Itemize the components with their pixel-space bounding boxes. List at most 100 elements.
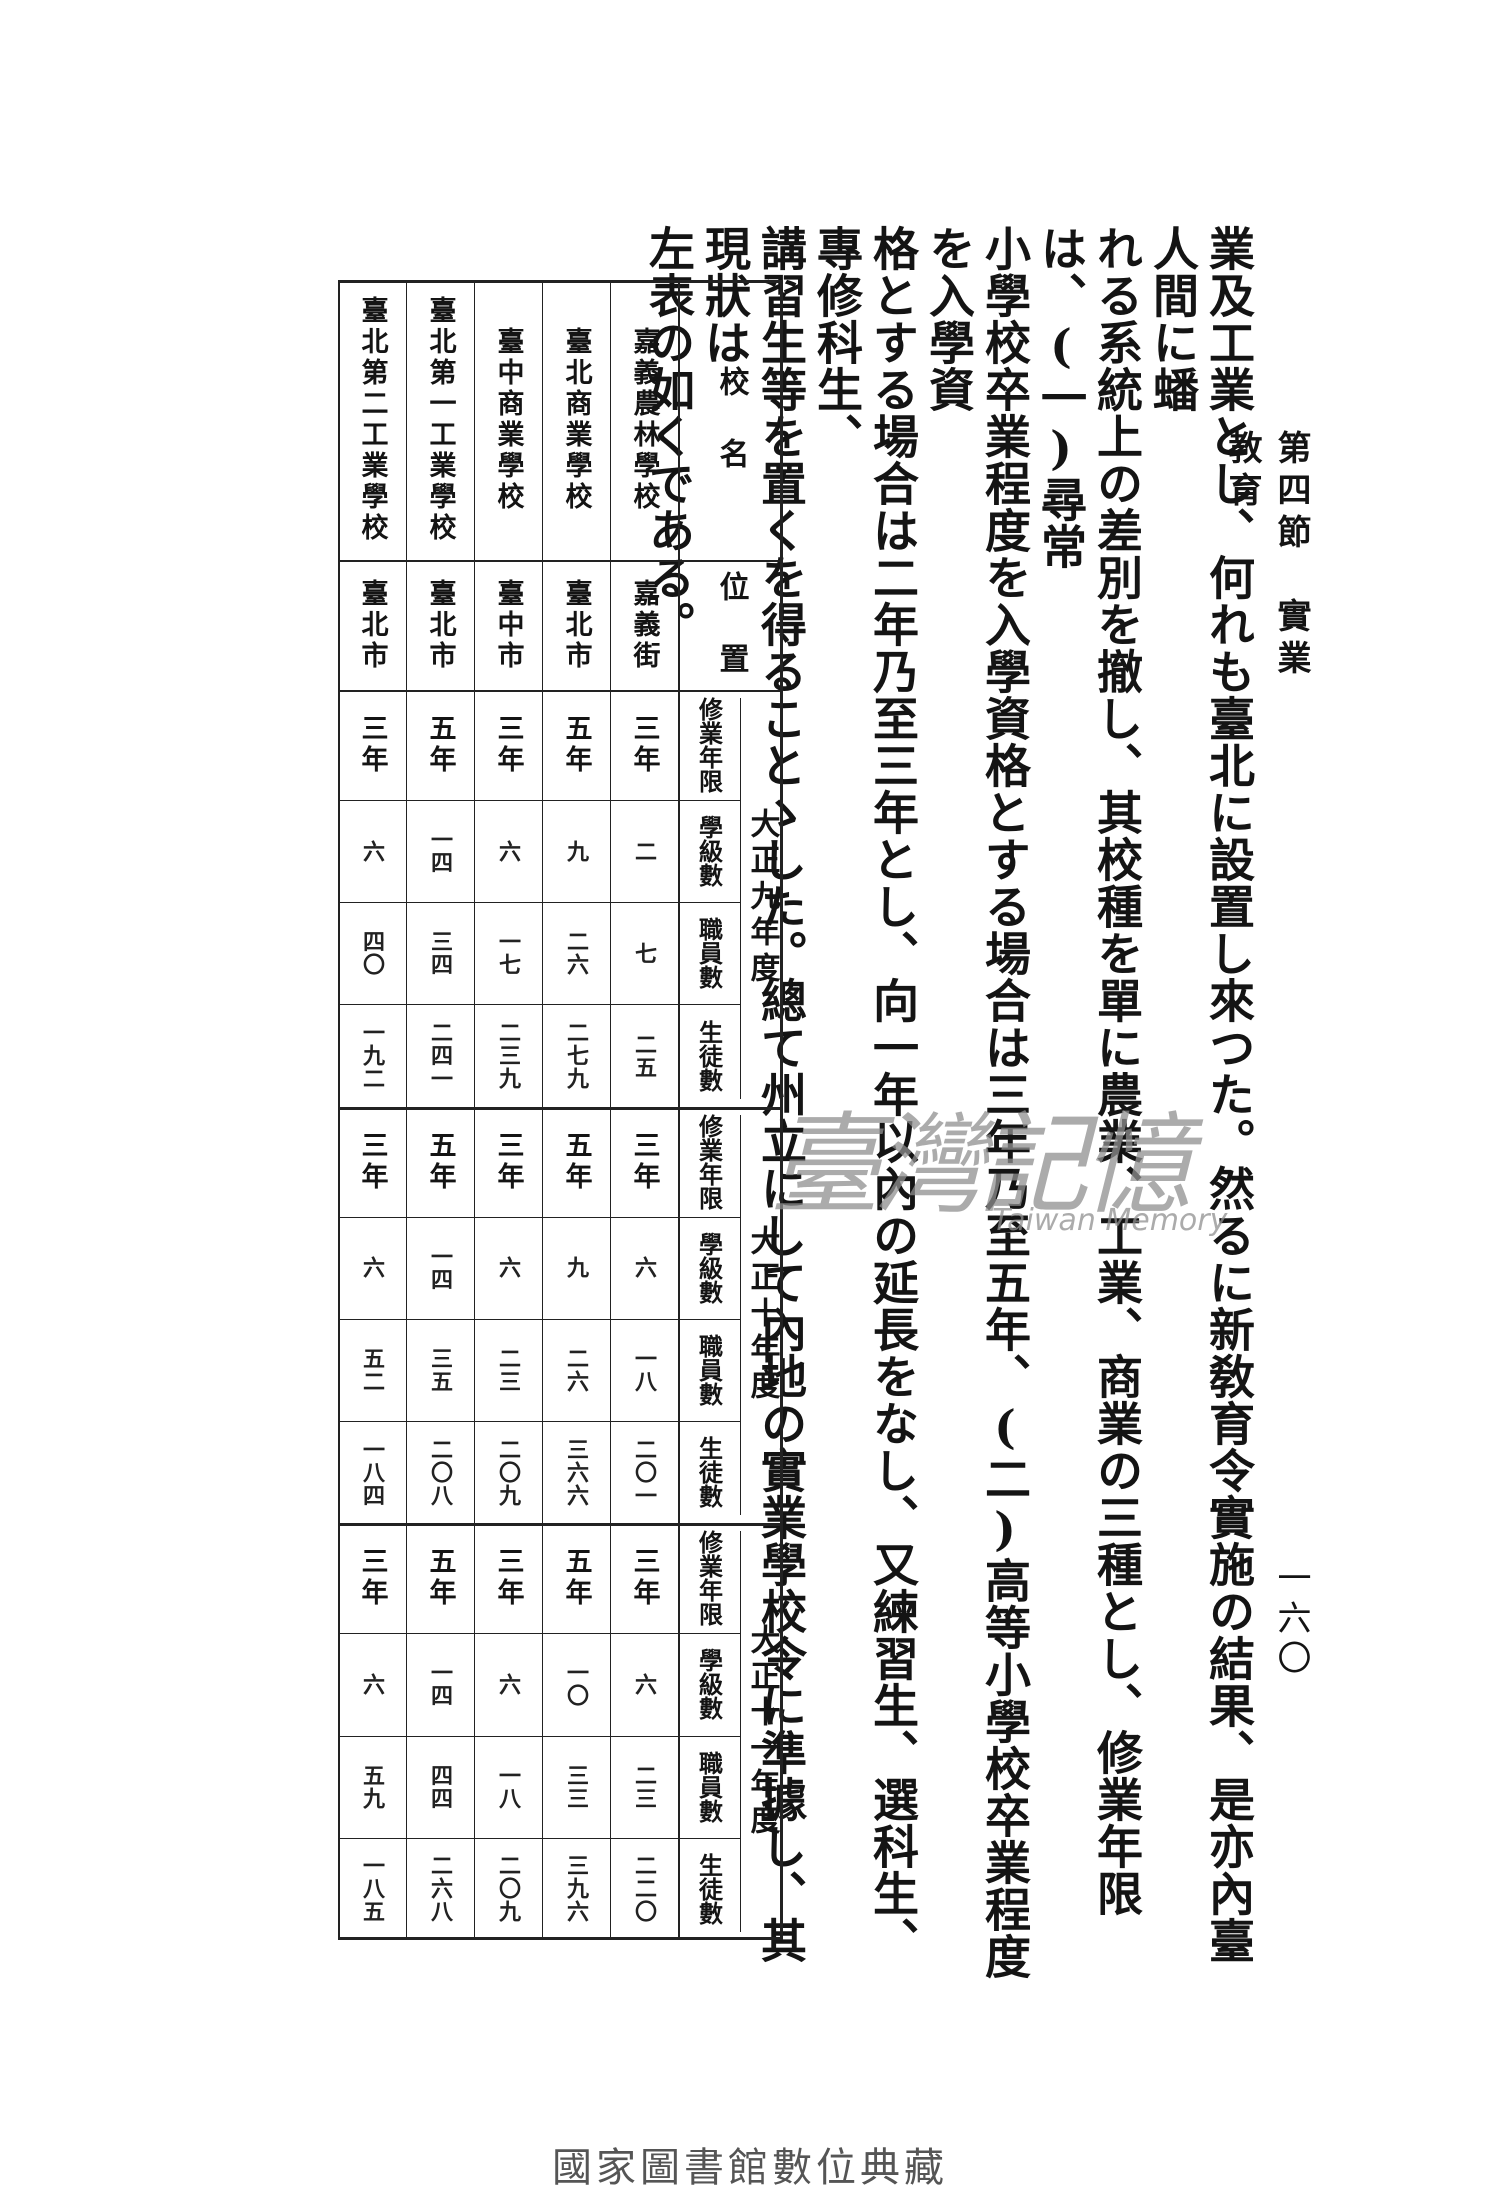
footer-credit: 國家圖書館數位典藏 bbox=[552, 2145, 948, 2191]
cell-students: 二〇一 bbox=[631, 1437, 657, 1507]
header-location: 位 置 bbox=[713, 571, 749, 679]
cell-classes: 一四 bbox=[427, 828, 453, 875]
page-number: 一六〇 bbox=[1271, 1560, 1311, 1680]
cell-staff: 五九 bbox=[359, 1763, 385, 1810]
table-rule bbox=[338, 1004, 740, 1006]
table-rule bbox=[542, 280, 543, 1940]
cell-staff: 二六 bbox=[563, 1346, 589, 1393]
table-rule bbox=[610, 280, 611, 1940]
text-column: 業及工業とし、何れも臺北に設置し來つた。然るに新敎育令實施の結果、是亦內臺人間に… bbox=[1146, 225, 1256, 1964]
header-students: 生徒數 bbox=[694, 1852, 724, 1925]
school-name: 臺北第二工業學校 bbox=[356, 296, 388, 544]
period-label: 大正十一年度 bbox=[744, 1623, 780, 1840]
cell-staff: 七 bbox=[631, 941, 657, 965]
cell-years: 五年 bbox=[424, 1547, 456, 1610]
period-label: 大正十年度 bbox=[744, 1224, 780, 1405]
cell-students: 二〇八 bbox=[427, 1437, 453, 1507]
header-staff: 職員數 bbox=[694, 1750, 724, 1823]
cell-staff: 二三 bbox=[495, 1346, 521, 1393]
table-rule bbox=[740, 698, 741, 1099]
school-location: 臺北市 bbox=[560, 578, 592, 672]
table-rule bbox=[338, 1106, 783, 1110]
header-students: 生徒數 bbox=[694, 1436, 724, 1509]
cell-students: 二二〇 bbox=[631, 1854, 657, 1924]
table-rule bbox=[338, 1216, 740, 1218]
table-rule bbox=[338, 1523, 783, 1527]
cell-students: 二〇九 bbox=[495, 1854, 521, 1924]
cell-years: 三年 bbox=[628, 1130, 660, 1193]
header-years: 修業年限 bbox=[694, 1530, 724, 1627]
cell-years: 三年 bbox=[356, 714, 388, 776]
watermark-subtext: Taiwan Memory bbox=[992, 1203, 1228, 1238]
cell-years: 五年 bbox=[424, 1130, 456, 1193]
table-rule bbox=[338, 1633, 740, 1635]
cell-years: 三年 bbox=[356, 1547, 388, 1610]
cell-staff: 四〇 bbox=[359, 930, 385, 977]
table-rule bbox=[740, 1531, 741, 1932]
header-staff: 職員數 bbox=[694, 1333, 724, 1406]
cell-classes: 六 bbox=[359, 1256, 385, 1280]
school-name: 臺中商業學校 bbox=[492, 327, 524, 513]
watermark-logo: 臺灣記憶 Taiwan Memory bbox=[770, 1075, 1270, 1245]
cell-classes: 一四 bbox=[427, 1244, 453, 1291]
table-rule bbox=[780, 280, 783, 1940]
text-column: れる系統上の差別を撤し、其校種を單に農業、工業、商業の三種とし、修業年限は、(一… bbox=[1034, 225, 1144, 1917]
school-location: 臺中市 bbox=[492, 578, 524, 672]
cell-students: 二四一 bbox=[427, 1021, 453, 1091]
table-rule bbox=[338, 690, 783, 692]
header-classes: 學級數 bbox=[694, 1648, 724, 1721]
school-location: 嘉義街 bbox=[628, 578, 660, 672]
cell-students: 二〇九 bbox=[495, 1437, 521, 1507]
cell-classes: 六 bbox=[631, 1672, 657, 1696]
section-title: 第四節 實業教育 bbox=[1222, 430, 1311, 682]
table-rule bbox=[338, 280, 340, 1940]
cell-staff: 五二 bbox=[359, 1346, 385, 1393]
cell-students: 二七九 bbox=[563, 1021, 589, 1091]
cell-staff: 二三 bbox=[631, 1763, 657, 1810]
header-years: 修業年限 bbox=[694, 697, 724, 793]
cell-students: 三六六 bbox=[563, 1437, 589, 1507]
table-rule bbox=[740, 1114, 741, 1516]
header-classes: 學級數 bbox=[694, 815, 724, 888]
table-rule bbox=[338, 1937, 783, 1940]
school-location: 臺北市 bbox=[424, 578, 456, 672]
cell-years: 三年 bbox=[492, 1547, 524, 1610]
cell-staff: 二六 bbox=[563, 930, 589, 977]
cell-students: 三九六 bbox=[563, 1854, 589, 1924]
cell-years: 三年 bbox=[628, 1547, 660, 1610]
cell-classes: 二 bbox=[631, 839, 657, 863]
text-column: 格とする場合は二年乃至三年とし、向一年以內の延長をなし、又練習生、選科生、專修科… bbox=[810, 225, 920, 1964]
school-statistics-table: 校 名位 置大正九年度修業年限學級數職員數生徒數大正十年度修業年限學級數職員數生… bbox=[338, 280, 783, 1940]
cell-students: 一九二 bbox=[359, 1021, 385, 1091]
header-classes: 學級數 bbox=[694, 1231, 724, 1304]
table-rule bbox=[406, 280, 407, 1940]
table-rule bbox=[338, 1837, 740, 1839]
cell-classes: 九 bbox=[563, 839, 589, 863]
table-rule bbox=[338, 800, 740, 801]
header-years: 修業年限 bbox=[694, 1113, 724, 1210]
body-text: 業及工業とし、何れも臺北に設置し來つた。然るに新敎育令實施の結果、是亦內臺人間に… bbox=[642, 225, 1257, 1995]
cell-classes: 六 bbox=[495, 1672, 521, 1696]
cell-classes: 六 bbox=[631, 1256, 657, 1280]
cell-years: 五年 bbox=[560, 714, 592, 776]
cell-years: 三年 bbox=[492, 714, 524, 776]
text-column: 小學校卒業程度を入學資格とする場合は三年乃至五年、(二)高等小學校卒業程度を入學… bbox=[922, 225, 1032, 1980]
cell-students: 二三九 bbox=[495, 1021, 521, 1091]
school-location: 臺北市 bbox=[356, 578, 388, 672]
school-name: 嘉義農林學校 bbox=[628, 327, 660, 513]
table-rule bbox=[338, 1421, 740, 1423]
watermark-text: 臺灣記憶 bbox=[770, 1101, 1192, 1229]
table-rule bbox=[678, 280, 680, 1940]
table-rule bbox=[338, 280, 783, 283]
cell-classes: 六 bbox=[495, 1256, 521, 1280]
cell-years: 五年 bbox=[424, 714, 456, 776]
table-rule bbox=[338, 902, 740, 904]
cell-years: 五年 bbox=[560, 1547, 592, 1610]
cell-classes: 九 bbox=[563, 1256, 589, 1280]
cell-years: 五年 bbox=[560, 1130, 592, 1193]
cell-classes: 六 bbox=[495, 839, 521, 863]
cell-staff: 一八 bbox=[495, 1763, 521, 1810]
cell-classes: 一〇 bbox=[563, 1661, 589, 1708]
cell-students: 二六八 bbox=[427, 1854, 453, 1924]
cell-years: 三年 bbox=[356, 1130, 388, 1193]
